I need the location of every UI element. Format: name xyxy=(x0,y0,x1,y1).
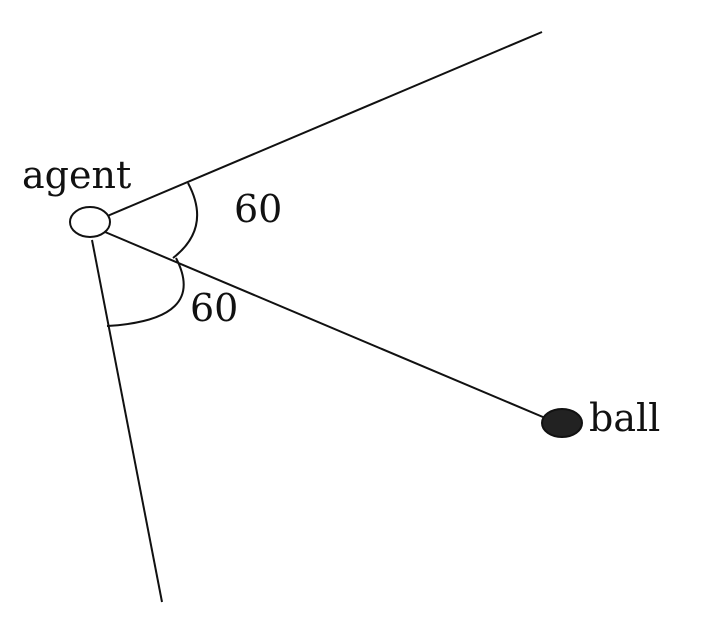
upper-ray xyxy=(104,31,543,218)
upper-angle-label: 60 xyxy=(234,187,282,231)
lower-angle-arc xyxy=(106,257,185,327)
ball-marker xyxy=(541,408,583,438)
lower-angle-label: 60 xyxy=(190,286,238,330)
lower-ray xyxy=(91,239,163,603)
agent-label: agent xyxy=(22,153,131,197)
agent-marker xyxy=(69,206,111,238)
upper-angle-arc xyxy=(172,182,199,259)
ball-label: ball xyxy=(589,396,660,440)
ball-ray xyxy=(104,231,551,421)
